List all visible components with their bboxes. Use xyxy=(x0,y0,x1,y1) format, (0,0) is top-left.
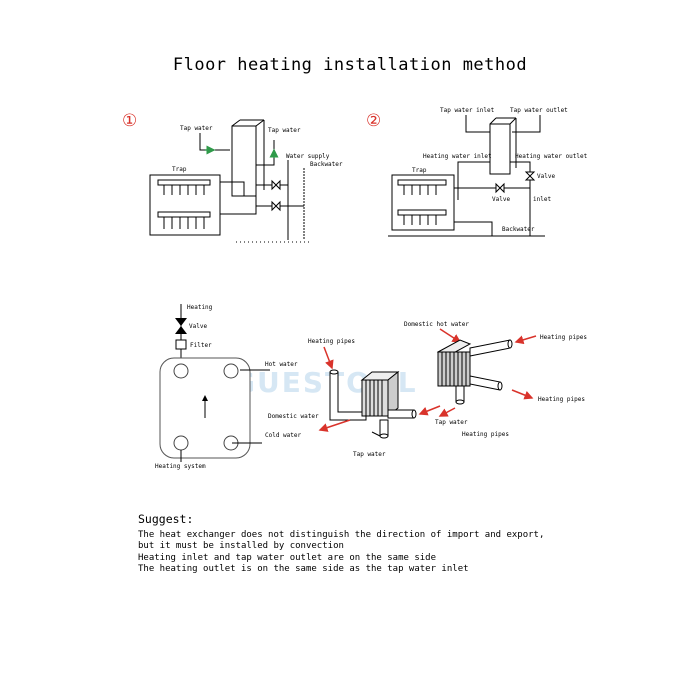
label-valve-bottom: Valve xyxy=(492,196,510,203)
label-tap-water-right: Tap water xyxy=(268,127,301,134)
label-inlet: inlet xyxy=(533,196,551,203)
tap-water-inlet-pipe xyxy=(465,115,490,133)
manifold-top-outlets xyxy=(163,185,205,195)
diagram-4: Heating pipes Domestic water Tap water xyxy=(268,338,441,458)
diagram-2-number: ② xyxy=(366,111,381,131)
label-backwater: Backwater xyxy=(502,226,535,233)
suggest-heading: Suggest: xyxy=(138,512,194,526)
suggest-line-2: but it must be installed by convection xyxy=(138,541,344,552)
label-filter: Filter xyxy=(190,342,212,349)
label-trap: Trap xyxy=(412,167,427,174)
diagram-3: Heating Valve Filter Hot water Cold wate… xyxy=(155,304,302,470)
return-pipe xyxy=(220,196,257,215)
manifold-bottom xyxy=(157,211,211,218)
supply-pipe xyxy=(220,181,245,196)
diagram-2: ② Tap water inlet Tap water outlet Heati… xyxy=(366,107,588,237)
label-heating-system: Heating system xyxy=(155,463,206,470)
red-arrow-icon xyxy=(438,407,456,417)
label-water-supply: Water supply xyxy=(286,153,330,160)
manifold-bottom-outlets xyxy=(163,217,205,229)
plate-stack xyxy=(436,339,472,387)
valve-icon xyxy=(495,182,505,194)
red-arrow-icon xyxy=(439,328,462,343)
suggest-line-3: Heating inlet and tap water outlet are o… xyxy=(138,552,437,563)
label-heating-pipes-1: Heating pipes xyxy=(308,338,355,345)
label-heating-pipes-top: Heating pipes xyxy=(540,334,587,341)
label-valve: Valve xyxy=(189,323,207,330)
port-bottom-left xyxy=(173,435,189,451)
trap-box xyxy=(149,174,221,236)
heating-inlet-pipe xyxy=(457,161,490,200)
port-top-left xyxy=(173,363,189,379)
valve-icon xyxy=(175,318,187,334)
label-cold-water: Cold water xyxy=(265,432,302,439)
valve-icon xyxy=(271,200,281,212)
suggest-line-1: The heat exchanger does not distinguish … xyxy=(138,530,545,540)
label-domestic-water: Domestic water xyxy=(268,413,319,420)
manifold-bottom xyxy=(397,209,447,216)
label-tap-water-left: Tap water xyxy=(180,125,213,132)
label-heating: Heating xyxy=(187,304,213,311)
red-arrow-icon xyxy=(323,346,334,370)
tap-water-left-pipe xyxy=(199,133,230,151)
heating-outlet-pipe xyxy=(510,161,531,236)
port-top-right xyxy=(223,363,239,379)
red-arrow-icon xyxy=(514,335,537,345)
red-arrow-icon xyxy=(318,419,351,432)
label-domestic-hot-water: Domestic hot water xyxy=(404,321,469,328)
plate-stack xyxy=(360,370,400,418)
backwater-pipe xyxy=(454,221,493,236)
label-heating-pipes-right: Heating pipes xyxy=(538,396,585,403)
diagram-5: Domestic hot water Heating pipes Heating… xyxy=(404,321,587,438)
diagram-1: ① Tap water Tap water Water supply Backw… xyxy=(122,111,343,243)
label-valve-right: Valve xyxy=(537,173,555,180)
label-tap-water: Tap water xyxy=(435,419,468,426)
manifold-bottom-outlets xyxy=(403,215,437,225)
tap-water-right-pipe xyxy=(256,140,275,166)
manifold-top xyxy=(157,179,211,186)
red-arrow-icon xyxy=(511,389,534,400)
valve-icon xyxy=(524,171,536,181)
label-tap-water-outlet: Tap water outlet xyxy=(510,107,568,114)
label-tap-water: Tap water xyxy=(353,451,386,458)
heat-exchanger xyxy=(489,123,511,175)
filter-icon xyxy=(175,339,187,350)
valve-icon xyxy=(271,179,281,191)
label-heating-water-inlet: Heating water inlet xyxy=(423,153,492,160)
label-trap: Trap xyxy=(172,166,187,173)
label-hot-water: Hot water xyxy=(265,361,298,368)
label-tap-water-inlet: Tap water inlet xyxy=(440,107,495,114)
heating-pipe xyxy=(329,371,367,421)
suggest-line-4: The heating outlet is on the same side a… xyxy=(138,563,469,574)
diagram-1-number: ① xyxy=(122,111,137,131)
page-title: Floor heating installation method xyxy=(172,55,528,75)
manifold-top xyxy=(397,179,447,186)
label-heating-pipes-bottom: Heating pipes xyxy=(462,431,509,438)
red-arrow-icon xyxy=(418,405,441,416)
tap-water-outlet-pipe xyxy=(512,115,541,133)
label-heating-water-outlet: Heating water outlet xyxy=(515,153,588,160)
manifold-top-outlets xyxy=(403,185,437,195)
label-backwater: Backwater xyxy=(310,161,343,168)
suggestion-block: Suggest: The heat exchanger does not dis… xyxy=(138,512,678,575)
trap-box xyxy=(391,174,455,231)
